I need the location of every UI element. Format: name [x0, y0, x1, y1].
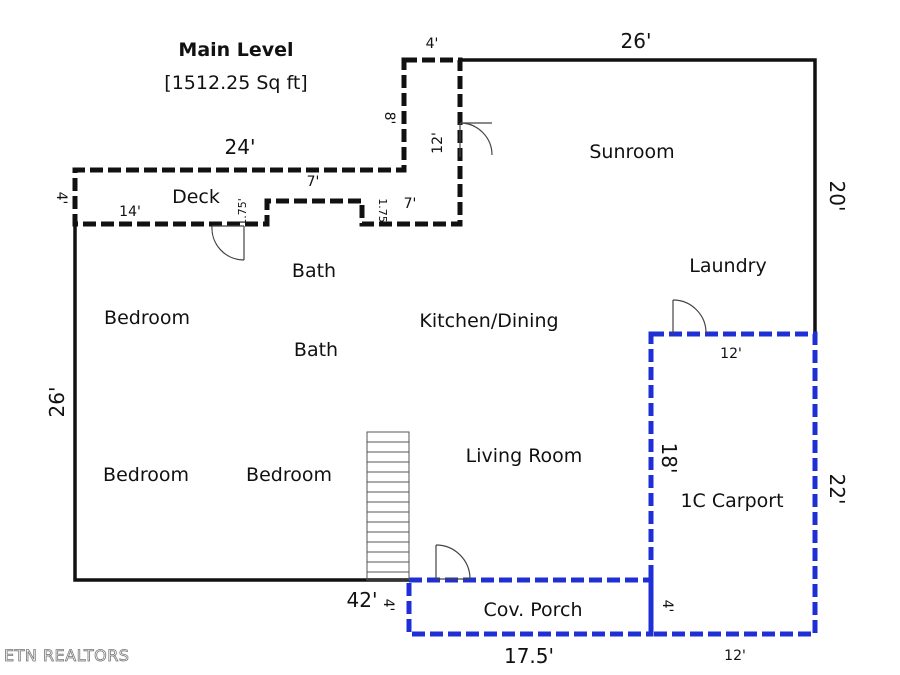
- dim-notch-inner: 12': [430, 132, 446, 154]
- room-cov-porch: Cov. Porch: [483, 599, 582, 621]
- room-sunroom: Sunroom: [589, 141, 674, 163]
- dim-carport-width-top: 12': [720, 346, 742, 362]
- room-carport: 1C Carport: [680, 490, 783, 512]
- plan-area: [1512.25 Sq ft]: [164, 72, 307, 94]
- room-deck: Deck: [172, 186, 220, 208]
- door-swing-laundry: [672, 299, 707, 335]
- dim-deck-depth: 4': [53, 192, 69, 205]
- dim-porch-width: 17.5': [504, 644, 554, 668]
- deck-outline: [72, 57, 463, 227]
- dim-carport-width-bottom: 12': [724, 648, 746, 664]
- room-kitchen-dining: Kitchen/Dining: [419, 310, 558, 332]
- brand-logo: ETN REALTORS: [4, 646, 129, 665]
- dim-porch-depth-right: 4': [659, 600, 675, 613]
- room-bedroom-3: Bedroom: [246, 464, 332, 486]
- room-laundry: Laundry: [689, 255, 766, 277]
- dim-sunroom-width: 26': [621, 29, 652, 53]
- room-bath-lower: Bath: [294, 339, 338, 361]
- room-bath-upper: Bath: [292, 260, 336, 282]
- dim-top-notch-width: 4': [426, 36, 439, 52]
- dim-house-depth: 26': [45, 387, 69, 418]
- dim-deck-right: 7': [404, 196, 417, 212]
- door-swing-deck: [211, 225, 245, 261]
- door-swing-living: [435, 544, 471, 580]
- room-bedroom-2: Bedroom: [103, 464, 189, 486]
- room-bedroom-1: Bedroom: [104, 307, 190, 329]
- dim-deck-inner: 7': [307, 174, 320, 190]
- staircase: [366, 431, 410, 581]
- carport-outline: [648, 331, 818, 637]
- dim-deck-width: 24': [225, 135, 256, 159]
- dim-sunroom-depth: 20': [825, 181, 849, 212]
- room-living: Living Room: [466, 445, 583, 467]
- dim-porch-depth-left: 4': [380, 599, 396, 612]
- plan-title: Main Level: [178, 39, 293, 61]
- dim-carport-depth: 22': [825, 474, 849, 505]
- dim-step-b: 1.75': [376, 198, 389, 226]
- dim-carport-inner-depth: 18': [657, 443, 681, 474]
- house-outline: [73, 58, 817, 582]
- dim-deck-inner-width: 14': [119, 204, 141, 220]
- dim-notch-height: 8': [381, 112, 397, 125]
- porch-outline: [406, 577, 654, 637]
- door-swing-sunroom: [459, 122, 493, 157]
- dim-step-a: 1.75': [236, 198, 249, 226]
- dim-house-width: 42': [347, 588, 378, 612]
